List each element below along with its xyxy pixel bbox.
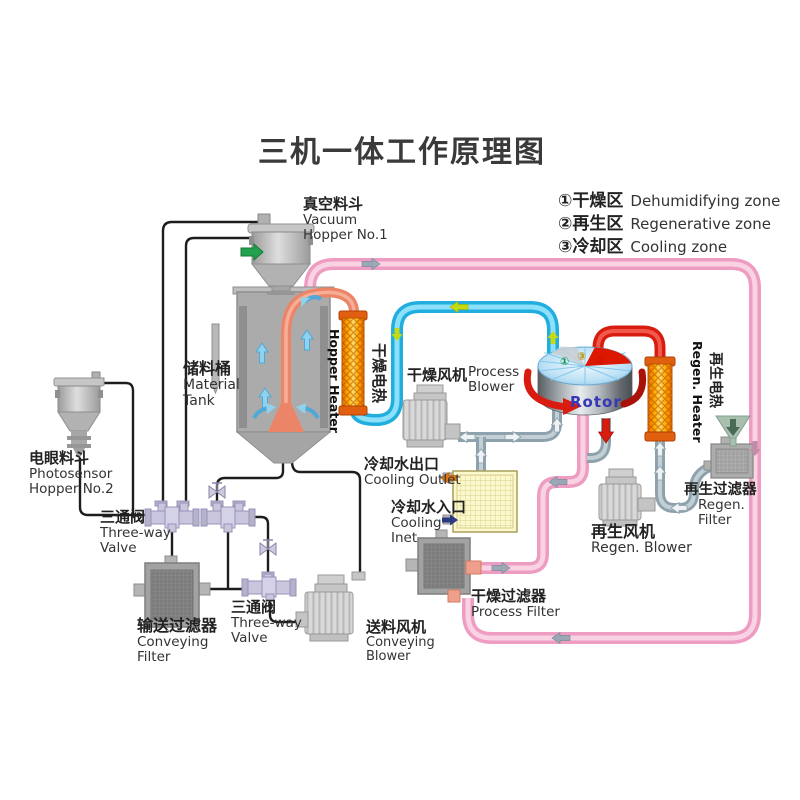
process-filter [405, 529, 482, 603]
cyan-flow-arrow-left [449, 300, 469, 314]
regen-blower-label: 再生风机 Regen. Blower [591, 522, 692, 556]
rotor-zone-2: ② [596, 354, 606, 367]
cooling-outlet-label: 冷却水出口 Cooling Outlet [364, 455, 461, 488]
valve-link-line [252, 515, 270, 577]
regen-heater [644, 356, 676, 442]
steel-arrow-up-2 [550, 417, 564, 433]
conveying-filter-label: 输送过滤器 Conveying Filter [137, 616, 218, 666]
pink-flow-arrow-left [551, 631, 571, 645]
honeycomb-rotor [523, 346, 647, 416]
rotor-gray-sector [551, 346, 585, 366]
three-way-valve-1-label: 三通阀 Three-way Valve [100, 508, 171, 556]
tank-discharge-line [215, 463, 285, 504]
steel-arrow-up-3 [653, 441, 667, 457]
steel-arrow-left-2 [670, 501, 688, 515]
conveying-blower [295, 571, 366, 642]
three-way-valve-1 [144, 500, 200, 533]
photosensor-hopper-label: 电眼料斗 Photosensor Hopper No.2 [29, 449, 114, 497]
cooling-inlet-label: 冷却水入口 Cooling Inet [391, 498, 467, 546]
pink-flow-arrow-down [749, 441, 761, 456]
cyan-flow-arrow-up [547, 331, 559, 344]
cooling-outlet-arrow [440, 471, 458, 485]
rotor-zone-3: ③ [577, 350, 587, 363]
three-way-valve-1b [200, 500, 256, 533]
regen-heater-label-zh: 再生电热 [707, 352, 723, 408]
tank-internal-hot-pipe [268, 287, 359, 432]
flow-arrows [361, 257, 761, 645]
tank-airflow-arrows [252, 295, 322, 420]
rotor-label: Rotor [570, 393, 622, 411]
regen-filter-label: 再生过滤器 Regen. Filter [684, 482, 757, 529]
rotor-rotation-arrow [523, 368, 570, 411]
photosensor-bottom-line [78, 458, 147, 517]
page-title: 三机一体工作原理图 [258, 135, 546, 170]
hopper-heater-label-en: Hopper Heater [327, 329, 342, 433]
hopper-heater-label-zh: 干燥电热 [370, 343, 388, 404]
photosensor-hopper [53, 371, 105, 456]
rotor-regen-sector [585, 347, 632, 366]
hopper-heater [338, 310, 368, 416]
regen-blower [598, 468, 656, 527]
process-return-pipe-pink [304, 258, 761, 644]
vacuum-hopper [247, 213, 315, 295]
conveying-lines [78, 220, 362, 624]
valve-to-blower-line [268, 596, 304, 624]
manual-valve-2 [259, 539, 277, 556]
pink-s-arrow-left [548, 475, 568, 489]
pink-flow-arrow-right [361, 257, 381, 271]
blower-to-rotor-pipe-steel [458, 406, 562, 442]
manual-valve-1 [208, 482, 226, 499]
process-filter-label: 干燥过滤器 Process Filter [471, 587, 560, 620]
material-tank-label: 储料桶 Material Tank [183, 359, 240, 409]
process-blower-label-en: Process Blower [468, 364, 520, 396]
three-way-valve-2-label: 三通阀 Three-way Valve [231, 598, 302, 646]
regen-filter [703, 415, 754, 479]
cooling-inlet-arrow [442, 514, 458, 526]
regen-hot-pipe-red [592, 325, 666, 360]
regen-loop-pipe-steel [655, 437, 715, 513]
exhaust-arrow-down [597, 418, 615, 444]
conveying-blower-label: 送料风机 Conveying Blower [366, 618, 435, 665]
three-way-valve-2 [241, 571, 297, 602]
pink-s-arrow-right [491, 561, 511, 575]
process-blower-label-zh: 干燥风机 [407, 366, 468, 384]
intake-arrow [726, 419, 740, 436]
rotor-zone-1: ① [560, 355, 570, 368]
water-cooler [442, 470, 518, 533]
conveying-filter [133, 555, 211, 628]
steel-arrow-right [504, 430, 522, 444]
cyan-flow-arrow-down [391, 328, 403, 341]
vacuum-line-1 [161, 220, 266, 505]
regen-heater-label-en: Regen. Heater [690, 341, 705, 443]
photosensor-top-line [100, 381, 135, 515]
vacuum-line-2 [184, 236, 262, 505]
steel-arrow-left [458, 430, 476, 444]
steel-arrow-up-1 [474, 448, 488, 464]
vacuum-hopper-label: 真空料斗 Vacuum Hopper No.1 [303, 195, 388, 243]
filter-to-rotor-pipe-pink [481, 412, 589, 574]
process-blower [402, 384, 461, 448]
level-probe [211, 323, 220, 395]
blower-to-tank-line [290, 460, 362, 576]
steel-arrow-up-4 [653, 465, 667, 481]
material-in-arrow [240, 242, 264, 262]
